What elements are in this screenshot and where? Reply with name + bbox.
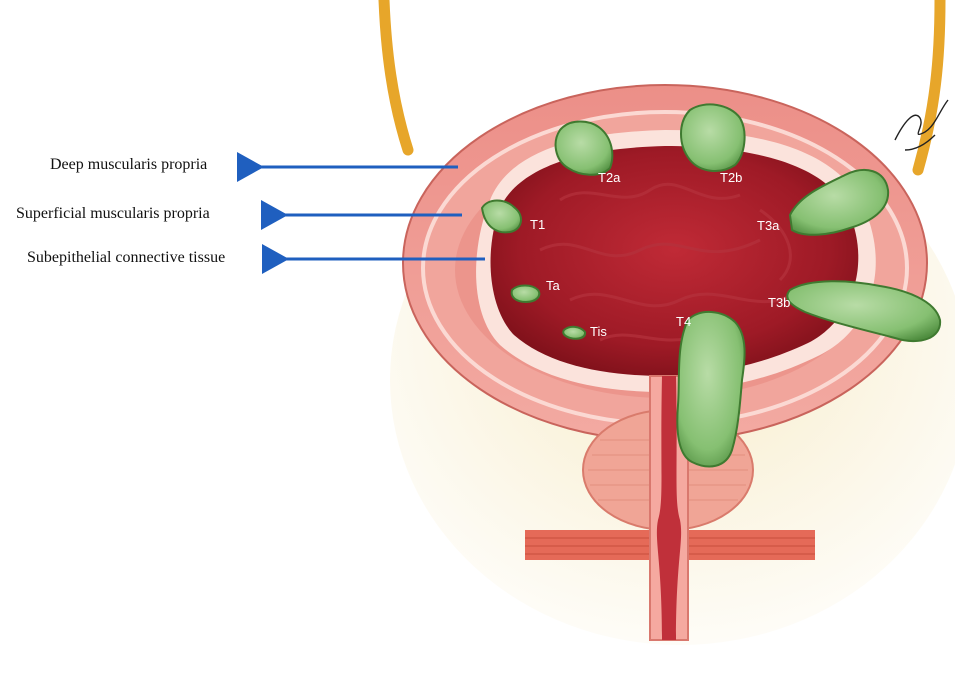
bladder-lumen [491,146,859,376]
label-t3a: T3a [757,218,780,233]
label-tis: Tis [590,324,607,339]
tumor-ta [512,286,540,303]
label-t2a: T2a [598,170,621,185]
label-deep-muscularis-propria: Deep muscularis propria [50,156,207,174]
label-t2b: T2b [720,170,742,185]
label-subepithelial-connective-tissue: Subepithelial connective tissue [27,249,225,267]
tumor-t2b [681,104,745,171]
label-t1: T1 [530,217,545,232]
label-superficial-muscularis-propria: Superficial muscularis propria [16,205,210,223]
label-t4: T4 [676,314,691,329]
right-ureter [918,0,940,170]
left-ureter [384,0,408,150]
label-t3b: T3b [768,295,790,310]
tumor-t4 [677,312,744,467]
label-ta: Ta [546,278,561,293]
tumor-tis [563,327,585,339]
